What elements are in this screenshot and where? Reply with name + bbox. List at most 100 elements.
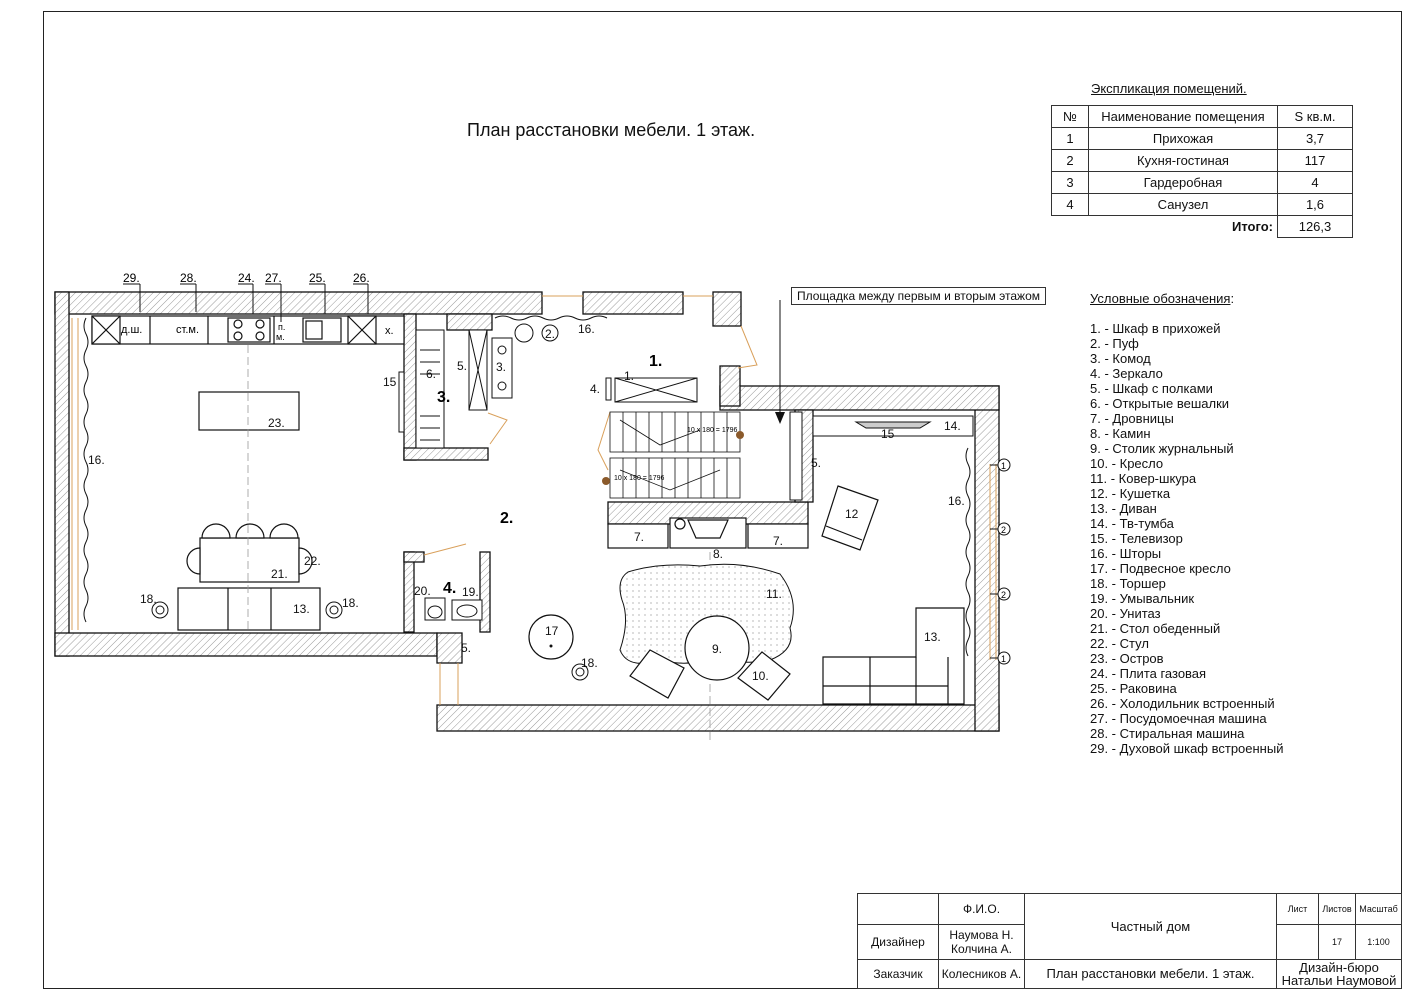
- room-3-label: 3.: [437, 389, 450, 406]
- legend-item: 10. - Кресло: [1090, 456, 1164, 471]
- label-7: 7.: [634, 530, 644, 544]
- axis-mark-1: 1: [1001, 461, 1006, 471]
- tb-empty: [857, 893, 939, 925]
- legend-item: 28. - Стиральная машина: [1090, 726, 1245, 741]
- label-13: 13.: [924, 630, 941, 644]
- legend-item: 26. - Холодильник встроенный: [1090, 696, 1275, 711]
- legend-item: 4. - Зеркало: [1090, 366, 1163, 381]
- label-12: 12: [845, 507, 859, 521]
- room-2-label: 2.: [500, 510, 513, 527]
- callout-arrow: [775, 412, 785, 424]
- legend-item: 1. - Шкаф в прихожей: [1090, 321, 1221, 336]
- tv-unit: [812, 415, 974, 437]
- table-row: 2 Кухня-гостиная 117: [1051, 149, 1353, 172]
- label-6: 6.: [426, 367, 436, 381]
- page-title: План расстановки мебели. 1 этаж.: [467, 120, 756, 140]
- legend-title: Условные обозначения:: [1090, 291, 1234, 306]
- label-4: 4.: [590, 382, 600, 396]
- axis-markers: [990, 458, 1011, 665]
- tb-masshtab: Масштаб: [1355, 893, 1402, 925]
- dishwasher-pm-label-2: м.: [276, 332, 285, 342]
- marker-25: 25.: [309, 271, 326, 285]
- label-18: 18.: [140, 592, 157, 606]
- dishwasher-pm-label: п.: [278, 322, 285, 332]
- label-14: 14.: [944, 419, 961, 433]
- legend-item: 17. - Подвесное кресло: [1090, 561, 1231, 576]
- dining-set: [186, 523, 313, 583]
- legend-item: 22. - Стул: [1090, 636, 1149, 651]
- tb-list-val: [1276, 924, 1319, 960]
- tb-designer-name-2: Колчина А.: [950, 942, 1013, 956]
- label-22: 22.: [304, 554, 321, 568]
- label-15: 15: [383, 375, 397, 389]
- legend-item: 20. - Унитаз: [1090, 606, 1161, 621]
- legend-item: 25. - Раковина: [1090, 681, 1177, 696]
- legend-item: 23. - Остров: [1090, 651, 1164, 666]
- tb-company-line-2: Натальи Наумовой: [1281, 973, 1397, 988]
- legend-item: 21. - Стол обеденный: [1090, 621, 1221, 636]
- label-1: 1.: [624, 369, 634, 383]
- landing-callout: Площадка между первым и вторым этажом: [791, 287, 1046, 305]
- cell: Кухня-гостиная: [1088, 149, 1278, 172]
- room-1-label: 1.: [649, 353, 662, 370]
- marker-26: 26.: [353, 271, 370, 285]
- marker-28: 28.: [180, 271, 197, 285]
- chaise-lounge: [821, 485, 879, 551]
- legend-item: 14. - Тв-тумба: [1090, 516, 1174, 531]
- sofa-left: [177, 587, 321, 631]
- fireplace-block: [607, 517, 809, 549]
- legend-item: 13. - Диван: [1090, 501, 1157, 516]
- legend-item: 8. - Камин: [1090, 426, 1151, 441]
- dishwasher-label: д.ш.: [121, 324, 142, 336]
- label-18: 18.: [342, 596, 359, 610]
- tb-designer-names: Наумова Н.Колчина А.: [938, 924, 1025, 960]
- label-15: 15: [881, 427, 895, 441]
- legend-title-colon: :: [1230, 291, 1235, 306]
- tb-designer-name-1: Наумова Н.: [949, 928, 1014, 942]
- washing-machine-label: ст.м.: [176, 324, 199, 336]
- tb-listov-val: 17: [1318, 924, 1356, 960]
- tb-project: Частный дом: [1024, 893, 1277, 960]
- curtains: [83, 315, 971, 657]
- label-5: 5.: [811, 456, 821, 470]
- label-16: 16.: [88, 453, 105, 467]
- walls: [54, 291, 1000, 732]
- label-10: 10.: [752, 669, 769, 683]
- item-labels: 16. 16. 16. 23. 21. 22. 13. 13. 18. 18. …: [88, 322, 965, 683]
- legend-item: 18. - Торшер: [1090, 576, 1166, 591]
- total-value: 126,3: [1277, 215, 1353, 238]
- legend-item: 29. - Духовой шкаф встроенный: [1090, 741, 1284, 756]
- tb-fio: Ф.И.О.: [938, 893, 1025, 925]
- legend-item: 11. - Ковер-шкура: [1090, 471, 1197, 486]
- tb-client-name: Колесников А.: [938, 959, 1025, 989]
- floor-lamps: [151, 601, 589, 681]
- tb-scale-val: 1:100: [1355, 924, 1402, 960]
- legend-item: 24. - Плита газовая: [1090, 666, 1207, 681]
- staircase: [609, 411, 741, 499]
- label-16: 16.: [948, 494, 965, 508]
- label-9: 9.: [712, 642, 722, 656]
- pouf: [514, 323, 559, 343]
- label-2: 2.: [545, 327, 555, 341]
- label-13: 13.: [293, 602, 310, 616]
- label-5: 5.: [457, 359, 467, 373]
- kitchen-island: [198, 391, 300, 431]
- label-20: 20.: [414, 584, 431, 598]
- legend-item: 5. - Шкаф с полками: [1090, 381, 1213, 396]
- marker-27: 27.: [265, 271, 282, 285]
- axis-mark-4: 1: [1001, 654, 1006, 664]
- stair-dim-1: 10 x 180 = 1796: [687, 427, 738, 434]
- explication-table: № Наименование помещения S кв.м. 1 Прихо…: [1051, 105, 1353, 238]
- tb-sheet-title: План расстановки мебели. 1 этаж.: [1024, 959, 1277, 989]
- coffee-table: [684, 615, 750, 681]
- label-18: 18.: [581, 656, 598, 670]
- label-23: 23.: [268, 416, 285, 430]
- hanging-chair-center: [549, 644, 553, 648]
- legend-item: 9. - Столик журнальный: [1090, 441, 1234, 456]
- label-16: 16.: [578, 322, 595, 336]
- legend-item: 2. - Пуф: [1090, 336, 1139, 351]
- label-5: 5.: [461, 641, 471, 655]
- marker-24: 24.: [238, 271, 255, 285]
- fridge-label: х.: [385, 325, 394, 337]
- legend-item: 27. - Посудомоечная машина: [1090, 711, 1267, 726]
